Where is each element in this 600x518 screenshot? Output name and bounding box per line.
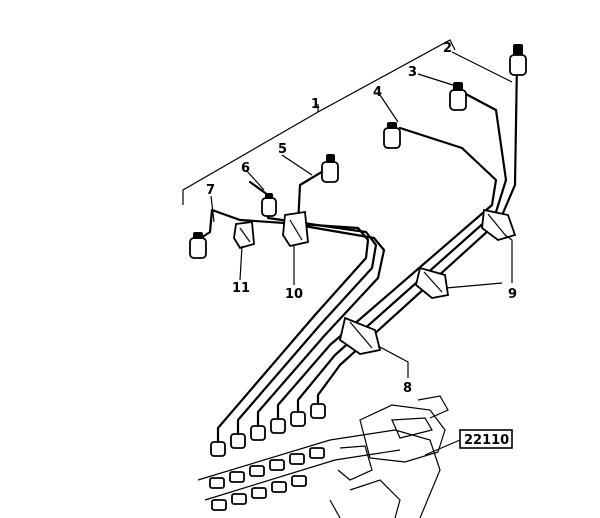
fitting-6 [261,193,277,217]
callout-6: 6 [241,161,250,176]
callout-8: 8 [403,381,412,396]
group-bracket-1 [182,39,456,205]
callout-10: 10 [285,287,303,302]
callout-5: 5 [278,142,287,157]
clamp-11 [233,220,255,250]
injector-fittings [189,44,527,457]
injection-pump [197,395,449,518]
clamp-9a [414,266,450,299]
reference-number: 22110 [464,433,509,448]
callout-labels: 1 2 3 4 5 6 7 8 9 10 11 [206,41,517,396]
callout-7: 7 [206,183,215,198]
fitting-3 [449,82,467,111]
clamp-10 [282,210,309,248]
callout-3: 3 [408,65,417,80]
clamp-8 [338,316,382,355]
callout-9: 9 [508,287,517,302]
callout-2: 2 [443,41,452,56]
pipe-7 [196,208,370,450]
pipe-2 [316,60,519,412]
callout-11: 11 [232,281,250,296]
callout-1: 1 [311,97,320,112]
fitting-2 [509,44,527,76]
pipe-4 [276,126,498,427]
pipe-5 [256,160,386,434]
pipe-clamps [233,208,517,355]
fitting-5 [321,154,339,183]
callout-4: 4 [373,85,382,100]
pump-outlet-fittings [209,447,325,511]
fitting-7 [189,232,207,259]
injector-pipes [196,60,519,450]
reference-box: 22110 [459,429,513,449]
pipe-3 [296,90,508,420]
fitting-4 [383,122,401,149]
clamp-9b [481,208,517,241]
leader-lines [210,51,513,456]
